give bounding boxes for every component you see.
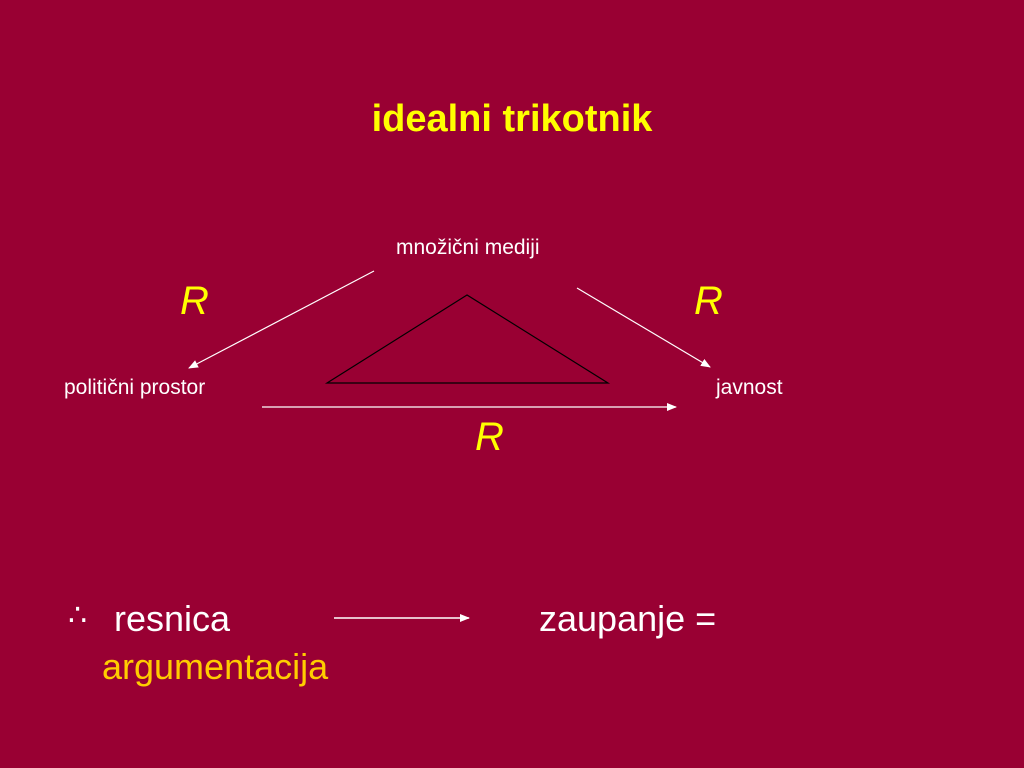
node-political-space: politični prostor (64, 376, 206, 399)
relation-label-right: R (694, 279, 723, 323)
arrow-to-political-space (188, 270, 375, 369)
therefore-symbol: ∴ (68, 599, 88, 632)
relation-label-bottom: R (475, 415, 504, 459)
node-public: javnost (716, 376, 783, 399)
trust-text: zaupanje = (539, 598, 717, 639)
argumentation-text: argumentacija (102, 646, 329, 687)
arrow-to-public (576, 287, 711, 368)
triangle-shape (324, 294, 611, 384)
relation-label-left: R (180, 279, 209, 323)
truth-text: resnica (114, 598, 231, 639)
slide-title: idealni trikotnik (371, 98, 653, 140)
node-mass-media: množični mediji (396, 236, 540, 259)
